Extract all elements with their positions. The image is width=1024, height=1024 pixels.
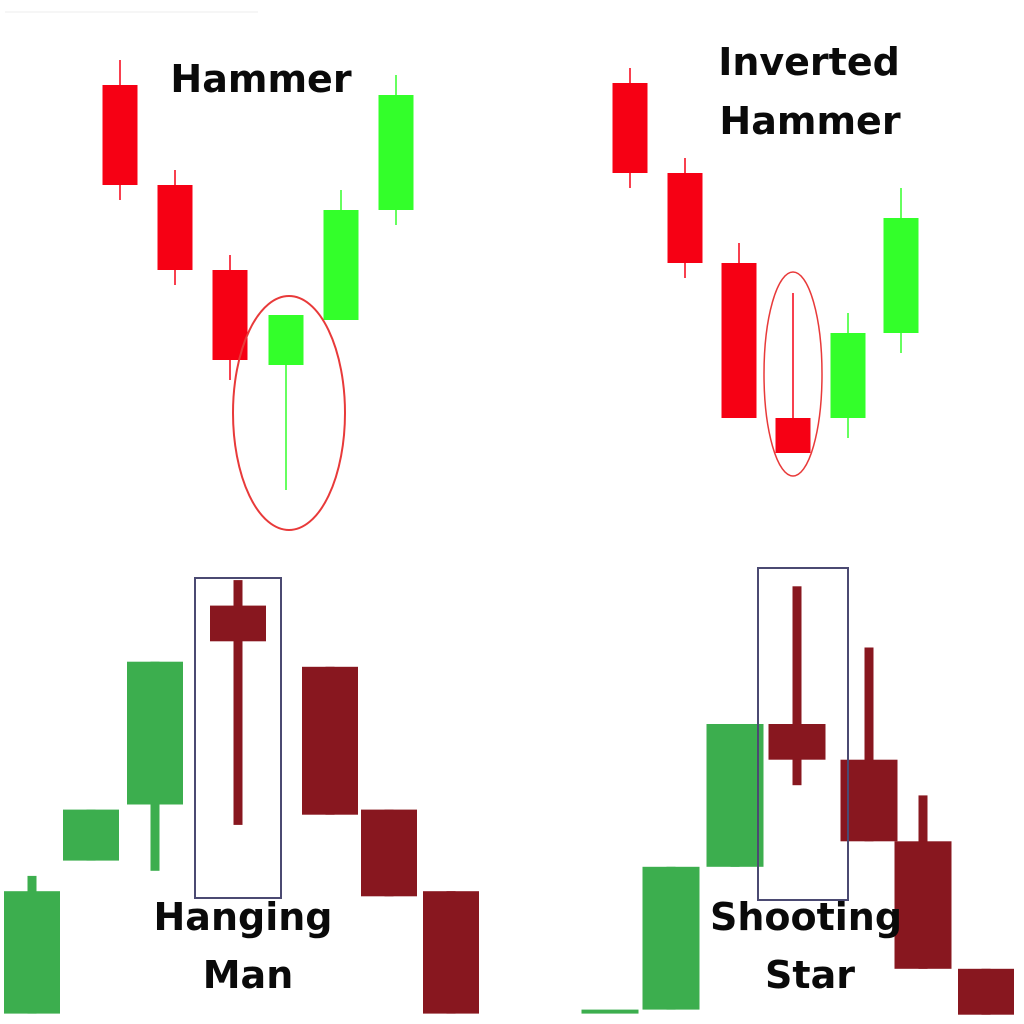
candle-wick bbox=[792, 586, 802, 786]
candle-body bbox=[323, 210, 359, 320]
candle-3 bbox=[212, 255, 248, 380]
candle-body bbox=[612, 83, 648, 173]
shooting-star-title-line-2: Star bbox=[765, 953, 855, 997]
candle-body bbox=[768, 724, 826, 760]
inverted-hammer-title-line-1: Inverted bbox=[718, 40, 900, 84]
candle-6 bbox=[378, 75, 414, 225]
candle-2 bbox=[642, 866, 700, 1010]
highlight-box bbox=[757, 567, 849, 901]
candle-body bbox=[958, 968, 1014, 1015]
candle-body bbox=[378, 95, 414, 210]
hanging-man-title-line-2: Man bbox=[203, 953, 294, 997]
candle-body bbox=[212, 270, 248, 360]
shooting-star-panel: Shooting Star bbox=[581, 567, 1014, 1015]
highlight-ellipse bbox=[232, 295, 346, 531]
candle-1 bbox=[612, 68, 648, 188]
candle-1 bbox=[581, 1009, 639, 1014]
candle-4 bbox=[775, 293, 811, 453]
candle-3 bbox=[721, 243, 757, 418]
candle-3 bbox=[706, 724, 764, 867]
candle-wick bbox=[864, 647, 874, 842]
candle-5 bbox=[302, 666, 358, 815]
candle-2 bbox=[63, 809, 119, 861]
candle-body bbox=[361, 809, 417, 897]
candle-4 bbox=[268, 315, 304, 490]
inverted-hammer-title-line-2: Hammer bbox=[719, 99, 900, 143]
shooting-star-title-line-1: Shooting bbox=[710, 895, 902, 939]
highlight-box bbox=[194, 577, 282, 899]
candle-body bbox=[157, 185, 193, 270]
inverted-hammer-panel: Inverted Hammer bbox=[612, 40, 919, 477]
candle-3 bbox=[127, 661, 183, 871]
candle-body bbox=[268, 315, 304, 365]
candle-7 bbox=[423, 891, 479, 1014]
hanging-man-panel: Hanging Man bbox=[4, 577, 479, 1014]
candle-body bbox=[667, 173, 703, 263]
highlight-ellipse bbox=[763, 271, 823, 477]
hammer-title: Hammer bbox=[170, 57, 351, 101]
candle-body bbox=[4, 891, 60, 1014]
candle-body bbox=[423, 891, 479, 1014]
candle-6 bbox=[361, 809, 417, 897]
candle-body bbox=[302, 666, 358, 815]
candle-body bbox=[883, 218, 919, 333]
candle-body bbox=[840, 759, 898, 842]
candle-6 bbox=[894, 795, 952, 969]
candle-wick bbox=[792, 293, 794, 453]
candle-body bbox=[830, 333, 866, 418]
candle-body bbox=[775, 418, 811, 453]
candle-2 bbox=[667, 158, 703, 278]
candle-body bbox=[63, 809, 119, 861]
candle-5 bbox=[830, 313, 866, 438]
candle-body bbox=[581, 1009, 639, 1014]
candle-1 bbox=[102, 60, 138, 200]
candle-body bbox=[894, 841, 952, 969]
candle-body bbox=[706, 724, 764, 867]
candle-1 bbox=[4, 875, 60, 1014]
candle-body bbox=[127, 661, 183, 805]
candle-wick bbox=[285, 320, 287, 490]
hanging-man-title-line-1: Hanging bbox=[154, 895, 333, 939]
candle-4 bbox=[768, 586, 826, 786]
candle-4 bbox=[210, 580, 266, 825]
candle-5 bbox=[323, 190, 359, 320]
candle-body bbox=[721, 263, 757, 418]
candle-body bbox=[102, 85, 138, 185]
candle-body bbox=[642, 866, 700, 1010]
candle-body bbox=[210, 605, 266, 642]
candle-7 bbox=[958, 968, 1014, 1015]
hammer-panel: Hammer bbox=[102, 57, 414, 531]
candle-wick bbox=[233, 580, 243, 825]
candle-6 bbox=[883, 188, 919, 353]
candle-5 bbox=[840, 647, 898, 842]
candle-2 bbox=[157, 170, 193, 285]
